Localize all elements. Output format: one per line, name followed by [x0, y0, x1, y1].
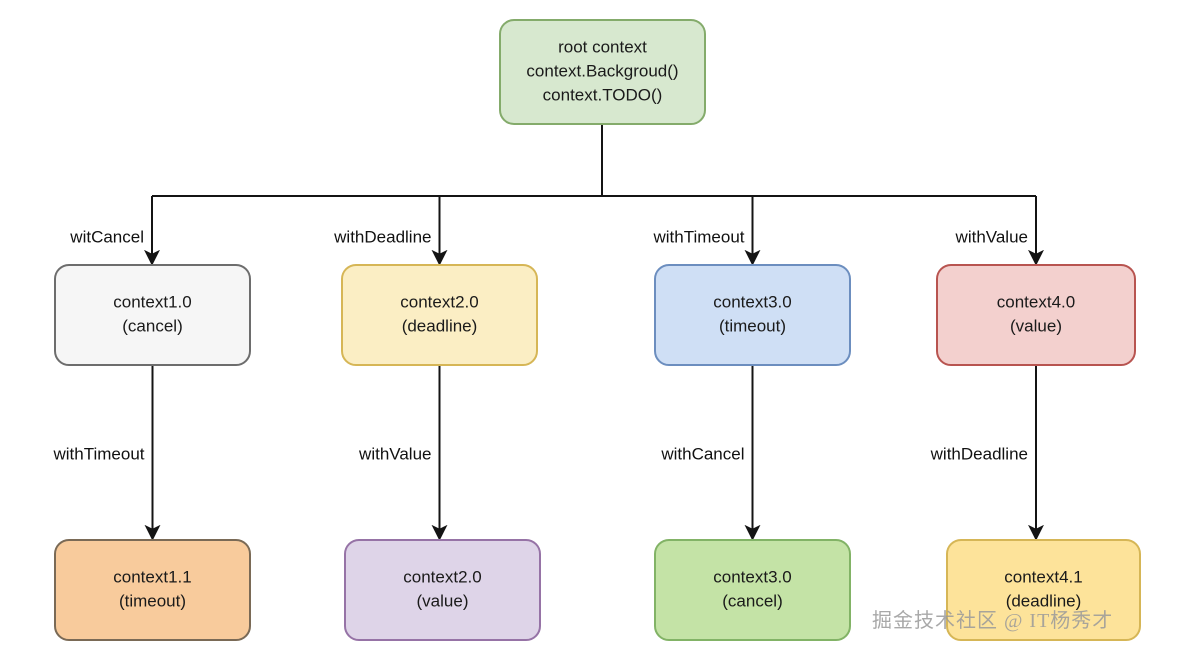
node-context2-0-value-line: context2.0 — [403, 567, 481, 586]
node-root-context-box — [499, 19, 706, 125]
node-context1-1: context1.1 (timeout) — [54, 539, 251, 641]
node-root-context-line: context.TODO() — [543, 85, 663, 104]
node-context2-0-value-line: (value) — [417, 591, 469, 610]
node-context4-0-line: context4.0 — [997, 292, 1075, 311]
node-context1-0-line: context1.0 — [113, 292, 191, 311]
node-context3-0-cancel-line: context3.0 — [713, 567, 791, 586]
nodes-layer: root context context.Backgroud() context.T… — [54, 19, 1141, 641]
edge-label-branch-2-bottom: withValue — [358, 444, 431, 463]
node-context3-0-cancel: context3.0 (cancel) — [654, 539, 851, 641]
node-context4-1-box — [946, 539, 1141, 641]
node-context3-0-cancel-line: (cancel) — [722, 591, 782, 610]
node-context2-0-value: context2.0 (value) — [344, 539, 541, 641]
edge-label-branch-3-top: withTimeout — [652, 227, 744, 246]
node-context2-0-deadline-line: context2.0 — [400, 292, 478, 311]
node-context1-0-box — [54, 264, 251, 366]
edge-label-branch-2-top: withDeadline — [333, 227, 431, 246]
node-context2-0-deadline: context2.0 (deadline) — [341, 264, 538, 366]
node-context3-0-cancel-box — [654, 539, 851, 641]
node-context1-0-line: (cancel) — [122, 316, 182, 335]
node-context4-0: context4.0 (value) — [936, 264, 1136, 366]
node-context2-0-deadline-line: (deadline) — [402, 316, 478, 335]
node-context2-0-deadline-box — [341, 264, 538, 366]
watermark-text: 掘金技术社区 @ IT杨秀才 — [872, 610, 1114, 632]
node-context4-1-line: (deadline) — [1006, 591, 1082, 610]
node-root-context-line: root context — [558, 37, 647, 56]
node-context1-1-line: context1.1 — [113, 567, 191, 586]
edge-label-branch-1-bottom: withTimeout — [52, 444, 144, 463]
node-context2-0-value-box — [344, 539, 541, 641]
node-context3-0-timeout-line: context3.0 — [713, 292, 791, 311]
node-context1-0: context1.0 (cancel) — [54, 264, 251, 366]
edge-label-branch-4-bottom: withDeadline — [930, 444, 1028, 463]
node-context3-0-timeout-box — [654, 264, 851, 366]
node-context3-0-timeout-line: (timeout) — [719, 316, 786, 335]
node-context4-0-box — [936, 264, 1136, 366]
edge-label-branch-1-top: witCancel — [69, 227, 144, 246]
node-context4-1-line: context4.1 — [1004, 567, 1082, 586]
edge-label-branch-4-top: withValue — [955, 227, 1028, 246]
node-root-context-line: context.Backgroud() — [526, 61, 678, 80]
node-root-context: root context context.Backgroud() context.T… — [499, 19, 706, 125]
node-context4-0-line: (value) — [1010, 316, 1062, 335]
node-context4-1: context4.1 (deadline) — [946, 539, 1141, 641]
edge-labels-layer: witCancel withTimeout withDeadline withValu… — [52, 227, 1028, 463]
connectors-layer — [144, 124, 1044, 541]
node-context1-1-box — [54, 539, 251, 641]
edge-label-branch-3-bottom: withCancel — [660, 444, 744, 463]
node-context3-0-timeout: context3.0 (timeout) — [654, 264, 851, 366]
node-context1-1-line: (timeout) — [119, 591, 186, 610]
